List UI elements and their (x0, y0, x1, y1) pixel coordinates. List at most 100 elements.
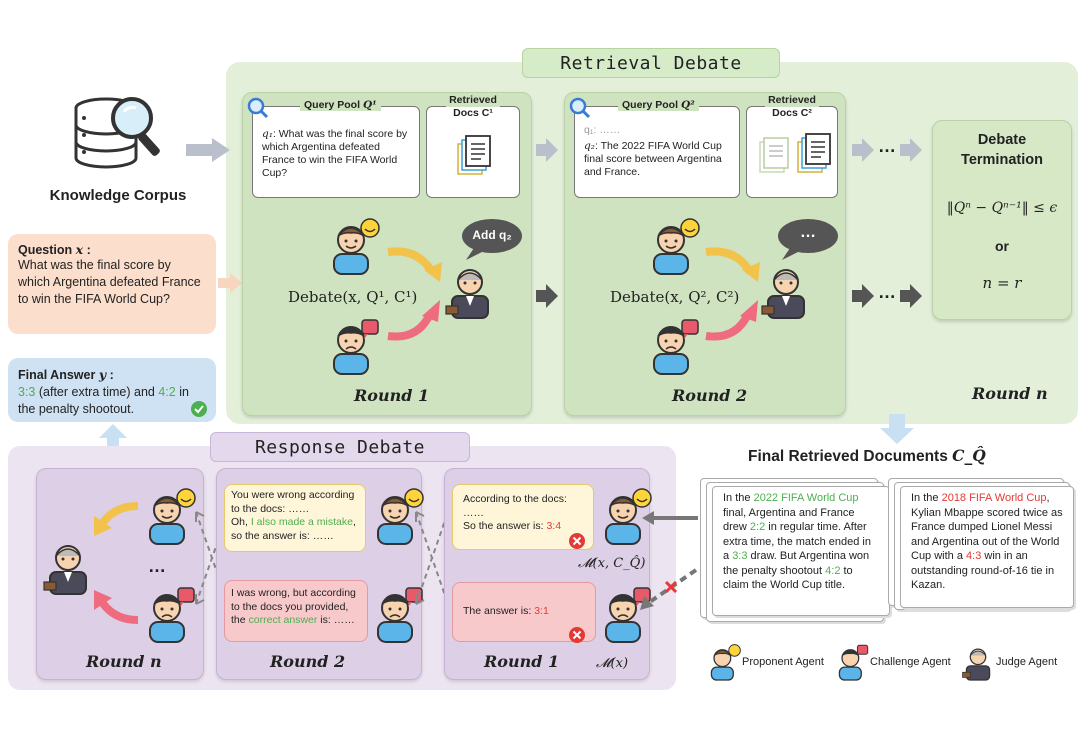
challenge-agent-icon (326, 318, 379, 379)
final-doc-2-highlight: 2018 FIFA World Cup (941, 492, 1047, 504)
query-pool-2-label: Query Pool (622, 99, 679, 111)
arrow-up-to-answer (98, 424, 128, 461)
challenge-agent-icon-2 (646, 318, 699, 379)
round1-proponent-line2: …… (463, 506, 484, 519)
round2-challenge-line1: I was wrong, but according to the docs y… (231, 587, 356, 626)
final-answer-part1: (after extra time) and (35, 385, 159, 399)
legend-proponent-label: Proponent Agent (742, 656, 824, 668)
query-pool-2-q2: q₂: The 2022 FIFA World Cup final score … (584, 140, 734, 179)
query-pool-2-title: Query Pool Q² (618, 99, 699, 111)
round2-proponent-mistake: I also made a mistake (250, 516, 353, 528)
final-answer-var: y (98, 367, 107, 382)
final-doc-2-t1: In the (911, 492, 942, 504)
speech-bubble-2 (776, 218, 840, 267)
round2-challenge-correct: correct answer (248, 614, 318, 626)
speech-bubble-2-text: … (800, 224, 816, 241)
round1-challenge-line1: The answer is: (463, 605, 535, 617)
arrow-down-to-final-docs (880, 414, 914, 449)
red-arrow-to-judge (90, 590, 142, 629)
response-round1-label: Round 1 (484, 652, 560, 671)
speech-bubble-1 (460, 218, 524, 267)
round2-proponent-bubble: You were wrong according to the docs: ……… (224, 484, 366, 552)
document-stack-icon (456, 135, 492, 181)
model-plain-label: 𝓜(x) (596, 656, 629, 671)
response-round2-label: Round 2 (270, 652, 346, 671)
wrong-icon-1 (568, 532, 586, 555)
debate-1-expr: Debate(x, Q¹, C¹) (288, 288, 418, 306)
arrow-dots-to-termination-top (900, 138, 924, 167)
response-dots: … (148, 556, 166, 576)
magnifier-icon-2 (568, 96, 592, 125)
final-doc-1-highlight: 2022 FIFA World Cup (753, 492, 859, 504)
query-1-text: : What was the final score by which Arge… (262, 128, 408, 179)
query-pool-1-var: Q¹ (362, 99, 377, 111)
final-doc-2-t3: win in an outstanding round-of-16 tie in… (911, 550, 1055, 591)
round1-challenge-score: 3:1 (534, 605, 549, 617)
round2-proponent-line1: You were wrong according to the docs: …… (231, 489, 355, 515)
final-docs-title-var: C_Q̂ (952, 446, 986, 465)
debate-2-expr: Debate(x, Q², C²) (610, 288, 740, 306)
final-doc-1-t1: In the (723, 492, 754, 504)
challenge-agent-icon-4 (370, 586, 423, 647)
challenge-agent-icon-3 (142, 586, 195, 647)
final-answer-part2: in the penalty shootout. (18, 385, 189, 416)
query-pool-2-var: Q² (680, 99, 695, 111)
proponent-agent-icon-4 (370, 488, 424, 549)
yellow-curved-arrow-2 (704, 246, 764, 291)
termination-cond1: ‖Qⁿ − Qⁿ⁻¹‖ ≤ ϵ (946, 200, 1058, 216)
proponent-agent-icon (326, 218, 380, 279)
retrieved-docs-1-line2: Docs C¹ (453, 107, 493, 119)
database-search-icon (64, 88, 174, 178)
dashed-exchange-lines-2 (414, 500, 450, 621)
legend-judge-icon (962, 644, 994, 685)
termination-title: Debate Termination (932, 130, 1072, 170)
round1-proponent-line1: According to the docs: (463, 493, 567, 505)
retrieved-docs-2-line2: Docs C² (772, 107, 812, 119)
round2-challenge-bubble: I was wrong, but according to the docs y… (224, 580, 368, 642)
termination-or: or (995, 238, 1009, 254)
arrow-question-to-round1 (218, 273, 244, 298)
wrong-icon-2 (568, 626, 586, 649)
query-1-var: q₁ (262, 128, 273, 140)
question-label: Question (18, 243, 73, 257)
check-icon (190, 400, 208, 423)
retrieved-docs-1-label: Retrieved Docs C¹ (426, 94, 520, 120)
round1-proponent-line3: So the answer is: (463, 520, 547, 532)
retrieval-debate-title: Retrieval Debate (522, 48, 780, 78)
query-pool-1-q1: q₁: What was the final score by which Ar… (262, 128, 414, 180)
round2-challenge-line2: is: …… (317, 614, 355, 626)
final-docs-title: Final Retrieved Documents C_Q̂ (748, 446, 986, 466)
final-doc-2-t2: , Kylian Mbappe scored twice as France d… (911, 492, 1063, 562)
final-answer-label: Final Answer (18, 368, 96, 382)
magnifier-icon (246, 96, 270, 125)
legend-judge-label: Judge Agent (996, 656, 1058, 668)
retrieval-round-n-label: Round n (972, 384, 1048, 403)
final-doc-1-s2: 3:3 (732, 550, 748, 562)
dots-top: … (878, 136, 896, 156)
query-pool-2-box (574, 106, 740, 198)
judge-agent-icon-2 (761, 262, 810, 323)
final-doc-1-t5: to claim the World Cup title. (723, 564, 853, 592)
round2-proponent-line3: , so the answer is: …… (231, 516, 356, 542)
final-doc-2: In the 2018 FIFA World Cup, Kylian Mbapp… (900, 486, 1074, 608)
legend-challenge-label: Challenge Agent (870, 656, 951, 668)
final-doc-1: In the 2022 FIFA World Cup final, Argent… (712, 486, 890, 616)
round1-proponent-score: 3:4 (546, 520, 562, 532)
final-answer-score1: 3:3 (18, 385, 36, 399)
dots-mid: … (878, 282, 896, 302)
arrow-corpus-to-round1 (186, 138, 234, 167)
knowledge-corpus-label: Knowledge Corpus (49, 187, 187, 204)
query-pool-2-q1: q₁: …… (584, 124, 621, 136)
arrow-dots-to-termination-mid (900, 284, 924, 313)
proponent-agent-icon-3 (142, 488, 196, 549)
question-box: Question x : What was the final score by… (8, 234, 216, 334)
termination-title-line2: Termination (961, 152, 1043, 168)
termination-cond2: n = r (982, 274, 1022, 292)
document-stack-icon-2 (758, 133, 834, 181)
response-round-n-label: Round n (86, 652, 162, 671)
yellow-curved-arrow (386, 246, 446, 291)
retrieved-docs-1-line1: Retrieved (446, 94, 500, 107)
final-docs-title-text: Final Retrieved Documents (748, 448, 948, 465)
debate-termination-box (932, 120, 1072, 320)
final-doc-1-s1: 2:2 (749, 521, 766, 533)
